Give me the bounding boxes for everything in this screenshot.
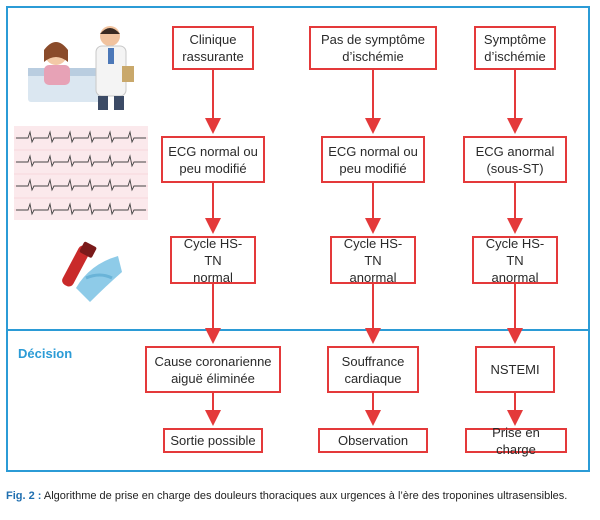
node-ecg-anormal: ECG anormal (sous-ST) <box>463 136 567 183</box>
node-souffrance: Souffrance cardiaque <box>327 346 419 393</box>
node-prise-en-charge: Prise en charge <box>465 425 567 457</box>
node-cause-eliminee: Cause coronarienne aiguë éliminée <box>145 346 281 393</box>
patient-doctor-illustration <box>28 26 134 110</box>
node-cycle-normal: Cycle HS-TN normal <box>170 236 256 285</box>
node-symptome-ischemie: Symptôme d’ischémie <box>474 26 556 70</box>
node-sortie-possible: Sortie possible <box>163 428 263 453</box>
decision-label: Décision <box>18 346 73 361</box>
ecg-strip-illustration <box>14 126 148 220</box>
caption-label: Fig. 2 : <box>6 490 42 502</box>
node-cycle-anormal-1: Cycle HS-TN anormal <box>330 236 416 285</box>
node-cycle-anormal-2: Cycle HS-TN anormal <box>472 236 558 285</box>
node-pas-symptome: Pas de symptôme d’ischémie <box>309 26 437 70</box>
node-observation: Observation <box>318 428 428 453</box>
node-nstemi: NSTEMI <box>475 346 555 393</box>
decision-divider <box>8 329 588 331</box>
node-ecg-normal-1: ECG normal ou peu modifié <box>161 136 265 183</box>
blood-tube-illustration <box>62 241 122 302</box>
node-ecg-normal-2: ECG normal ou peu modifié <box>321 136 425 183</box>
node-clinique-rassurante: Clinique rassurante <box>172 26 254 70</box>
caption-text: Algorithme de prise en charge des douleu… <box>43 490 568 502</box>
figure-caption: Fig. 2 : Algorithme de prise en charge d… <box>6 490 596 502</box>
